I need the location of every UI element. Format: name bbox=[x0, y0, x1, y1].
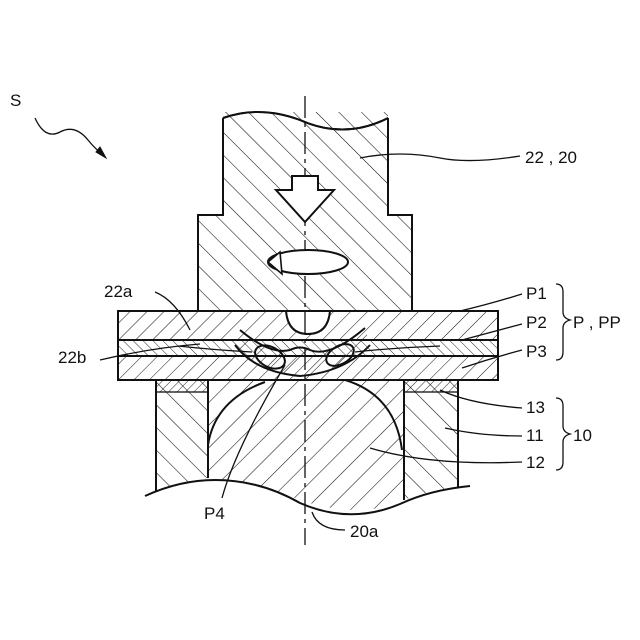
label-tool: 22 , 20 bbox=[525, 148, 577, 167]
backing-member-left bbox=[156, 380, 208, 492]
label-s: S bbox=[10, 91, 21, 110]
brace-p bbox=[556, 284, 570, 360]
label-p3: P3 bbox=[526, 342, 547, 361]
label-p1: P1 bbox=[526, 284, 547, 303]
label-13: 13 bbox=[526, 398, 545, 417]
backing-member-right bbox=[404, 380, 458, 500]
backing-insert-13-right bbox=[404, 380, 458, 392]
label-p2: P2 bbox=[526, 313, 547, 332]
s-arrow-icon bbox=[35, 118, 106, 158]
label-10: 10 bbox=[573, 426, 592, 445]
rotation-arrow-icon bbox=[268, 250, 348, 274]
label-stack: P , PP bbox=[573, 313, 621, 332]
backing-insert-13-left bbox=[156, 380, 208, 392]
label-axis-20a: 20a bbox=[350, 522, 379, 541]
label-11: 11 bbox=[526, 426, 544, 445]
anvil-block bbox=[208, 380, 404, 510]
label-p4: P4 bbox=[204, 504, 225, 523]
label-shoulder-22a: 22a bbox=[104, 282, 133, 301]
brace-10 bbox=[556, 398, 570, 470]
label-12: 12 bbox=[526, 453, 545, 472]
label-pin-22b: 22b bbox=[58, 348, 86, 367]
